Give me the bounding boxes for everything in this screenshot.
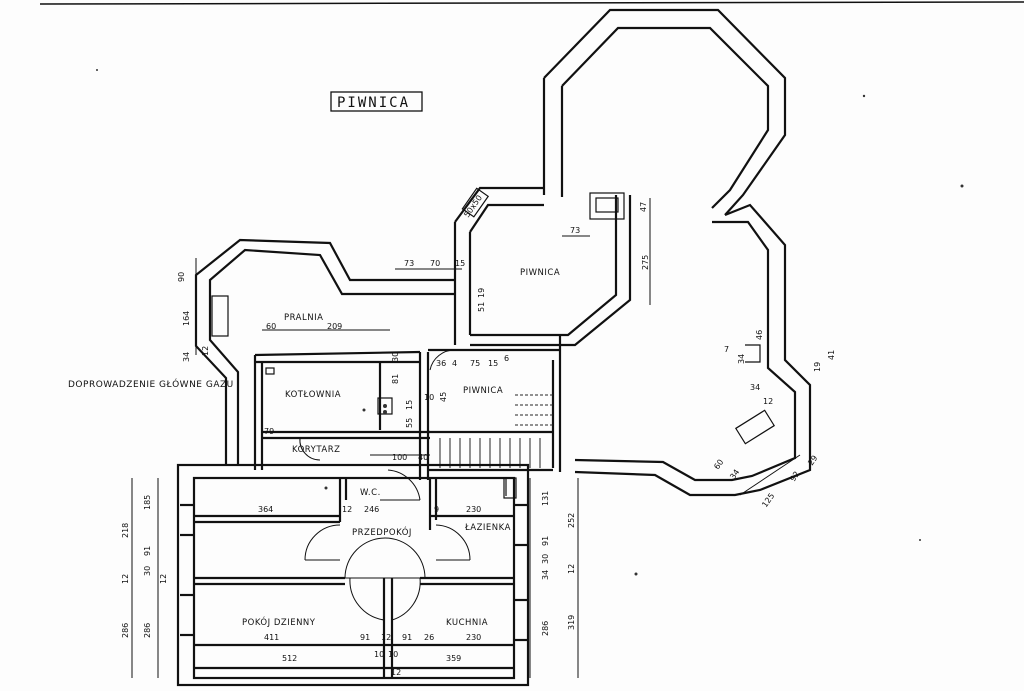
dim-label: 75: [470, 359, 480, 368]
dim-label: 81: [391, 374, 400, 384]
stairs: [439, 394, 553, 468]
dim-label: 100: [392, 453, 407, 462]
dim-label: 12: [342, 505, 352, 514]
dim-label: 275: [641, 255, 650, 270]
dim-label: 70: [430, 259, 440, 268]
dim-label: 91: [402, 633, 412, 642]
room-pokoj-dzienny: POKÓJ DZIENNY: [242, 616, 316, 628]
dim-label: 90: [177, 272, 186, 282]
dim-label: 47: [639, 202, 648, 212]
room-kotlownia: KOTŁOWNIA: [285, 390, 341, 400]
dim-label: 19: [477, 288, 486, 298]
dim-label: 79: [264, 427, 274, 436]
dim-label: 185: [143, 495, 152, 510]
dim-label: 359: [446, 654, 461, 663]
room-labels: PRALNIA KOTŁOWNIA KORYTARZ PIWNICA PIWNI…: [68, 268, 560, 628]
room-korytarz: KORYTARZ: [292, 445, 340, 455]
dim-label: 60: [712, 458, 725, 472]
sheet-top-border: [39, 1, 1024, 5]
dim-label: 92: [788, 470, 801, 484]
dim-label: 319: [567, 615, 576, 630]
dimension-labels: 73 70 15 60 209 90 164 34 12 30 81 15 55…: [121, 193, 836, 677]
room-piwnica-upper: PIWNICA: [520, 268, 560, 278]
dim-label: 29: [806, 454, 819, 468]
dim-label: 10: [374, 650, 384, 659]
dim-label: 30: [541, 554, 550, 564]
dim-label: 15: [488, 359, 498, 368]
center-piwnica-walls: [428, 335, 562, 472]
dim-label: 30: [143, 566, 152, 576]
dim-label: 12: [567, 564, 576, 574]
dim-label: 12: [121, 574, 130, 584]
dim-label: 45: [439, 392, 448, 402]
room-kuchnia: KUCHNIA: [446, 618, 488, 628]
dim-label: 30: [391, 352, 400, 362]
dim-label: 125: [760, 491, 776, 509]
dim-label: 286: [541, 621, 550, 636]
dim-label: 12: [201, 346, 210, 356]
upper-piwnica-walls: [453, 186, 560, 347]
title-box: PIWNICA: [330, 91, 423, 112]
dim-label: 218: [121, 523, 130, 538]
dim-label: 60: [266, 322, 276, 331]
room-piwnica-center: PIWNICA: [463, 386, 503, 396]
dim-label: 26: [424, 633, 434, 642]
dim-label: 209: [327, 322, 342, 331]
octagon-walls: [542, 8, 787, 347]
dim-label: 19: [813, 362, 822, 372]
right-wing-walls: [574, 203, 812, 497]
dim-label: 91: [360, 633, 370, 642]
room-lazienka: ŁAZIENKA: [464, 523, 511, 533]
dim-label: 10: [388, 650, 398, 659]
dim-label: 230: [466, 505, 481, 514]
dim-label: 40: [418, 453, 428, 462]
dim-label: 91: [541, 536, 550, 546]
dim-label: 51: [477, 302, 486, 312]
dim-label: 55: [405, 418, 414, 428]
dim-label: 164: [182, 311, 191, 326]
title-text: PIWNICA: [337, 95, 410, 111]
dim-label: 9: [434, 505, 439, 514]
gas-note: DOPROWADZENIE GŁÓWNE GAZU: [68, 378, 234, 390]
dim-label: 6: [504, 354, 509, 363]
dim-label: 12: [159, 574, 168, 584]
dim-label: 12: [391, 668, 401, 677]
dim-label: 411: [264, 633, 279, 642]
dim-label: 4: [452, 359, 457, 368]
dim-label: 364: [258, 505, 273, 514]
dim-label: 7: [724, 345, 729, 354]
dim-label: 131: [541, 491, 550, 506]
dim-label: 12: [381, 633, 391, 642]
dim-label: 246: [364, 505, 379, 514]
dim-label: 286: [121, 623, 130, 638]
dim-label: 36: [436, 359, 446, 368]
door-arcs: [299, 349, 471, 621]
dim-label: 15: [455, 259, 465, 268]
dim-label: 34: [541, 570, 550, 580]
dim-label: 34: [750, 383, 760, 392]
dim-label: 34: [737, 354, 746, 364]
room-przedpokoj: PRZEDPOKÓJ: [352, 526, 412, 538]
dimension-lines: [131, 198, 801, 678]
dim-label: 12: [763, 397, 773, 406]
pralnia-walls: [194, 238, 455, 480]
room-wc: W.C.: [360, 488, 381, 498]
ground-floor-walls: [176, 463, 530, 687]
dim-label: 46: [755, 330, 764, 340]
dim-label: 73: [404, 259, 414, 268]
dim-label: 15: [405, 400, 414, 410]
dim-label: 73: [570, 226, 580, 235]
dim-label: 34: [182, 352, 191, 362]
dim-label: 230: [466, 633, 481, 642]
dim-label: 252: [567, 513, 576, 528]
dim-label: 10: [424, 393, 434, 402]
dim-label: 286: [143, 623, 152, 638]
dim-label: 91: [143, 546, 152, 556]
fixtures: [96, 69, 964, 576]
dim-label: 41: [827, 350, 836, 360]
room-pralnia: PRALNIA: [284, 313, 323, 323]
dim-label: 512: [282, 654, 297, 663]
